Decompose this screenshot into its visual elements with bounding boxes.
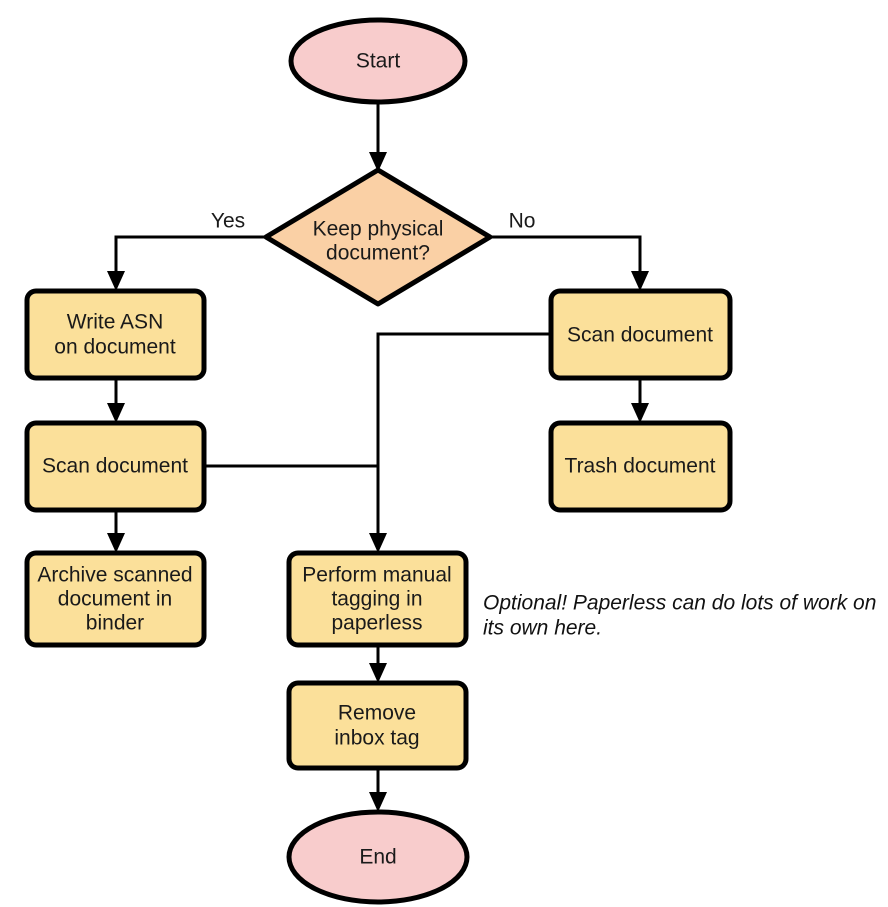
note-optional-paperless: Optional! Paperless can do lots of work … (483, 592, 876, 640)
remove-inbox-label-line2: inbox tag (334, 727, 419, 750)
arrowhead-icon (631, 403, 649, 423)
remove-inbox-box[interactable] (286, 680, 469, 771)
arrowhead-icon (631, 271, 649, 291)
scan-document-right-box[interactable] (548, 288, 733, 381)
node-trash-document[interactable]: Trash document (548, 420, 733, 513)
node-decision-keep-physical-document[interactable]: Keep physical document? (263, 167, 493, 307)
edge-scan-right-to-tagging (369, 332, 551, 553)
edge-start-to-decision (369, 101, 387, 172)
start-ellipse[interactable] (288, 17, 468, 105)
node-archive-scanned-document[interactable]: Archive scanned document in binder (24, 550, 207, 648)
tagging-box[interactable] (286, 550, 469, 648)
write-asn-box[interactable] (24, 288, 207, 381)
decision-label-line1: Keep physical (313, 218, 444, 241)
tagging-label-line2: tagging in (331, 588, 422, 611)
node-perform-manual-tagging[interactable]: Perform manual tagging in paperless (286, 550, 469, 648)
arrowhead-icon (369, 663, 387, 683)
scan-document-left-box[interactable] (24, 420, 207, 513)
node-write-asn[interactable]: Write ASN on document (24, 288, 207, 381)
trash-document-box[interactable] (548, 420, 733, 513)
node-end[interactable]: End (286, 809, 470, 905)
start-label: Start (356, 50, 401, 73)
tagging-label-line3: paperless (331, 612, 422, 635)
edge-decision-no-to-scan-right (490, 235, 649, 291)
arrowhead-icon (369, 792, 387, 812)
note-line2: its own here. (483, 617, 602, 640)
tagging-label-line1: Perform manual (302, 564, 451, 587)
edge-decision-yes-to-write-asn (107, 235, 265, 291)
arrowhead-icon (369, 533, 387, 553)
edge-line (114, 235, 265, 279)
edge-write-asn-to-scan-left (107, 378, 125, 423)
end-ellipse[interactable] (286, 809, 470, 905)
edge-line (376, 332, 551, 541)
node-scan-document-right[interactable]: Scan document (548, 288, 733, 381)
edge-scan-left-to-archive (107, 510, 125, 553)
archive-box[interactable] (24, 550, 207, 648)
edge-label-no: No (509, 210, 536, 233)
arrowhead-icon (107, 271, 125, 291)
node-scan-document-left[interactable]: Scan document (24, 420, 207, 513)
scan-document-right-label: Scan document (567, 324, 713, 347)
trash-document-label: Trash document (565, 455, 716, 478)
archive-label-line1: Archive scanned (37, 564, 192, 587)
write-asn-label-line2: on document (54, 336, 176, 359)
edge-scan-right-to-trash (631, 378, 649, 423)
arrowhead-icon (369, 152, 387, 172)
remove-inbox-label-line1: Remove (338, 702, 416, 725)
edge-remove-inbox-to-end (369, 768, 387, 812)
arrowhead-icon (107, 403, 125, 423)
node-remove-inbox-tag[interactable]: Remove inbox tag (286, 680, 469, 771)
note-line1: Optional! Paperless can do lots of work … (483, 592, 876, 615)
archive-label-line2: document in (58, 588, 172, 611)
edge-tagging-to-remove-inbox (369, 645, 387, 683)
scan-document-left-label: Scan document (42, 455, 188, 478)
edge-label-yes: Yes (211, 210, 245, 233)
arrowhead-icon (107, 533, 125, 553)
archive-label-line3: binder (86, 612, 144, 635)
node-start[interactable]: Start (288, 17, 468, 105)
write-asn-label-line1: Write ASN (67, 311, 163, 334)
decision-label-line2: document? (326, 242, 430, 265)
edge-line (490, 235, 642, 279)
end-label: End (359, 846, 396, 869)
decision-diamond[interactable] (263, 167, 493, 307)
